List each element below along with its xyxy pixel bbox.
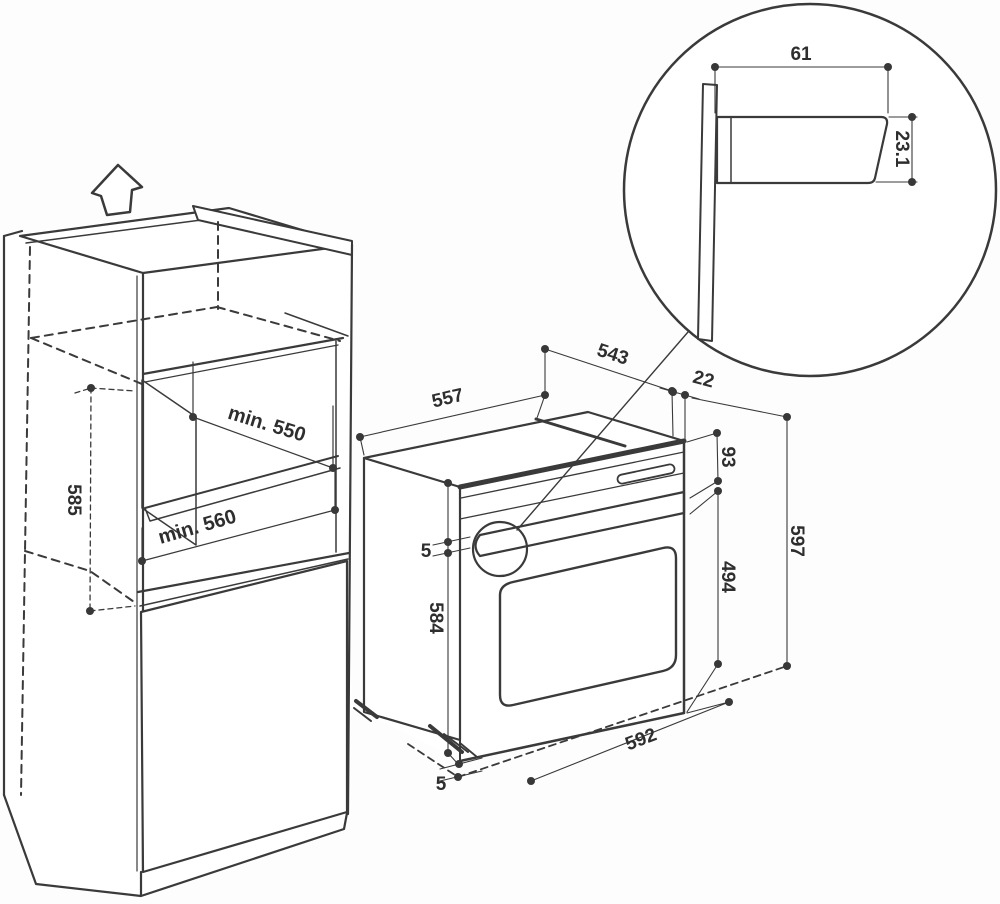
oven-drawing	[353, 331, 689, 763]
dim-label-584: 584	[425, 602, 446, 634]
dim-niche-height: 585	[63, 384, 136, 615]
detail-callout: 61 23.1	[622, 2, 998, 378]
dim-label-543: 543	[594, 340, 631, 370]
cabinet-right-edge	[346, 243, 354, 816]
oven-panel-seam	[459, 472, 685, 520]
oven-top-trim	[457, 438, 687, 490]
dim-door-offset: 22	[659, 367, 716, 441]
dim-label-5-bottom: 5	[436, 774, 447, 795]
oven-display-slot	[616, 463, 676, 485]
niche-floor-edge	[144, 455, 339, 509]
niche-hidden-edges	[20, 221, 341, 796]
cabinet-top-inner-edge	[25, 216, 225, 244]
dim-handle-depth: 61	[711, 44, 892, 114]
dim-label-93: 93	[717, 446, 738, 467]
oven-door-edges	[458, 439, 686, 763]
worktop-edge	[136, 551, 351, 594]
dim-handle-thickness: 23.1	[875, 113, 918, 186]
dim-control-panel-height: 93	[686, 429, 738, 515]
cabinet-plinth	[2, 793, 349, 898]
oven-handle	[474, 490, 686, 558]
oven-door-window	[498, 546, 678, 707]
dim-label-23-1: 23.1	[891, 131, 912, 168]
dim-label-557: 557	[430, 385, 466, 413]
dim-label-597: 597	[786, 525, 807, 557]
dim-total-height: 597	[691, 397, 807, 670]
up-arrow-icon	[90, 163, 144, 217]
niche-side-wall	[141, 379, 197, 546]
oven-top-trim-inner	[460, 451, 685, 499]
dim-label-5-left: 5	[421, 541, 432, 562]
cabinet-left-board	[2, 229, 24, 797]
niche-floor-thickness	[144, 467, 341, 522]
dim-label-494: 494	[717, 561, 738, 593]
handle-detail-marker-circle	[471, 520, 529, 578]
dim-body-height: 584 5	[421, 479, 471, 765]
worktop-edge-inner	[139, 558, 349, 607]
detail-leader-line	[516, 331, 689, 531]
niche-top-edge	[141, 336, 345, 376]
dim-label-592: 592	[622, 724, 659, 755]
base-plane-dashed-line	[407, 664, 791, 778]
dim-label-22: 22	[690, 367, 716, 393]
dim-label-61: 61	[790, 44, 812, 65]
niche-top-edge-inner	[144, 344, 339, 383]
compartment-inner-edge	[284, 312, 349, 337]
dim-label-585: 585	[63, 484, 84, 516]
oven-chassis-step	[534, 417, 627, 448]
dim-door-height: 494	[686, 490, 738, 713]
detail-handle-profile	[715, 115, 889, 185]
oven-top-face	[362, 410, 686, 460]
detail-door-panel	[697, 83, 718, 342]
